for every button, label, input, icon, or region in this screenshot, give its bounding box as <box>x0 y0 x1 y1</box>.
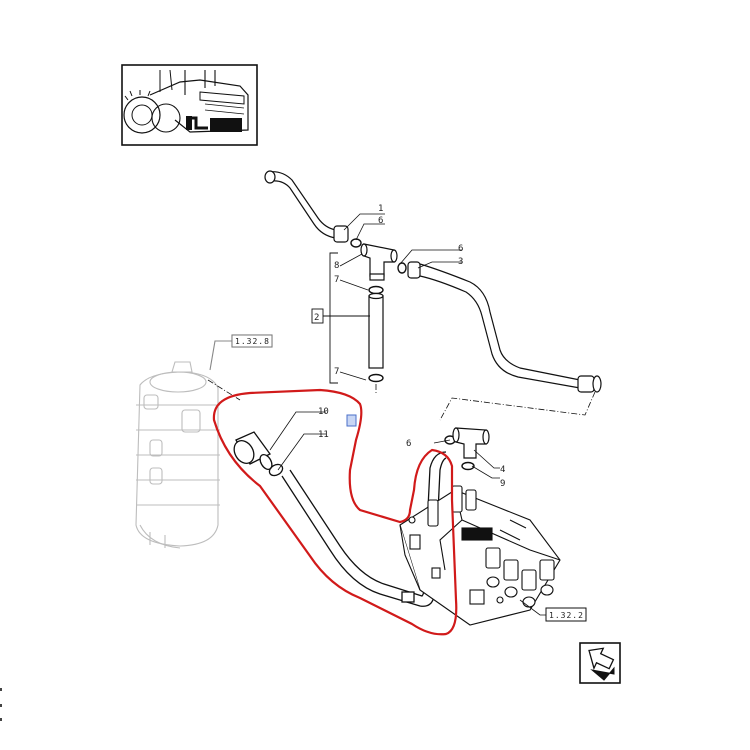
guide-lines <box>207 379 596 421</box>
o-ring-7-top <box>368 285 384 295</box>
valve-block <box>399 485 561 626</box>
bracket-2 <box>311 252 370 384</box>
ref-box-lower: 1.32.2 <box>545 607 587 622</box>
callout-7-bottom: 7 <box>334 367 339 377</box>
tube-2 <box>368 292 384 369</box>
callout-4: 4 <box>500 465 505 475</box>
callout-1: 1 <box>378 204 383 214</box>
leader-lines <box>269 213 548 616</box>
callout-2: 2 <box>314 313 319 323</box>
callout-11: 11 <box>318 430 329 440</box>
callout-9: 9 <box>500 479 505 489</box>
callout-6-top: 6 <box>378 216 383 226</box>
callout-7-top: 7 <box>334 275 339 285</box>
svg-text:1.32.2: 1.32.2 <box>549 611 584 620</box>
o-ring-6-top <box>350 238 362 248</box>
tee-fitting-8 <box>360 243 398 281</box>
callout-6-right: 6 <box>458 244 463 254</box>
hose-assembly <box>233 431 447 607</box>
callout-labels: 1 6 8 7 6 3 2 7 10 11 6 4 9 <box>314 204 505 489</box>
pipe-1 <box>264 170 349 243</box>
callout-3: 3 <box>458 257 463 267</box>
highlight-outline <box>212 388 458 636</box>
o-ring-7-bottom <box>368 373 384 383</box>
callout-10: 10 <box>318 407 329 417</box>
callout-6-lower: 6 <box>406 439 411 449</box>
note-marker-icon <box>346 414 357 427</box>
pipe-3 <box>407 261 602 393</box>
o-ring-6-right <box>397 262 407 274</box>
ref-box-upper: 1.32.8 <box>231 334 273 348</box>
tee-fitting-4 <box>452 427 490 459</box>
tractor-thumbnail-icon <box>121 64 258 146</box>
edge-marks <box>0 688 2 721</box>
svg-text:1.32.8: 1.32.8 <box>235 337 270 346</box>
callout-8: 8 <box>334 261 339 271</box>
o-ring-9 <box>461 461 475 471</box>
next-page-arrow-icon[interactable] <box>579 642 621 684</box>
